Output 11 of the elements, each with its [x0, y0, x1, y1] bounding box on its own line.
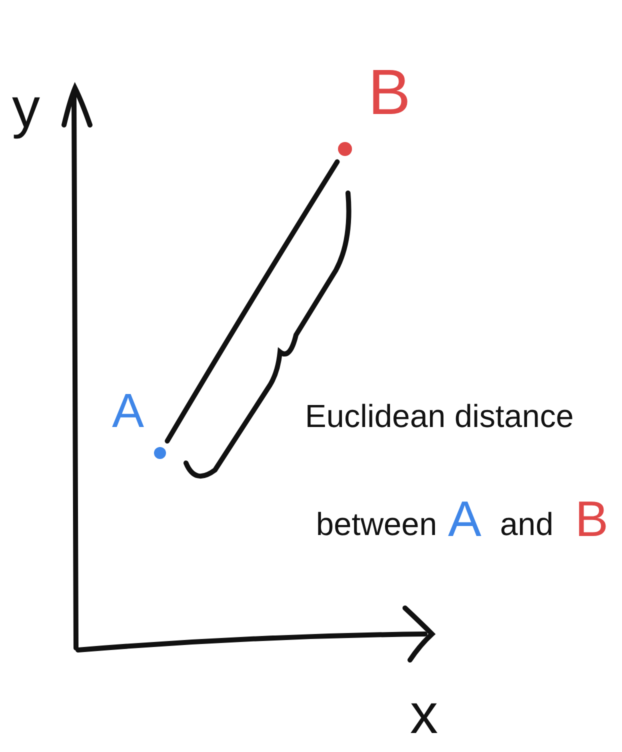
point-dot	[154, 447, 166, 459]
point-dot	[338, 142, 352, 156]
annotation-text: and	[500, 508, 554, 540]
axis-label: x	[410, 686, 438, 742]
point-label: B	[368, 60, 411, 124]
point-label: B	[575, 494, 608, 544]
line-segment	[164, 159, 340, 444]
annotation-text: Euclidean distance	[305, 400, 574, 432]
annotation-text: between	[316, 508, 437, 540]
point-label: A	[112, 388, 144, 436]
point-label: A	[448, 494, 482, 544]
